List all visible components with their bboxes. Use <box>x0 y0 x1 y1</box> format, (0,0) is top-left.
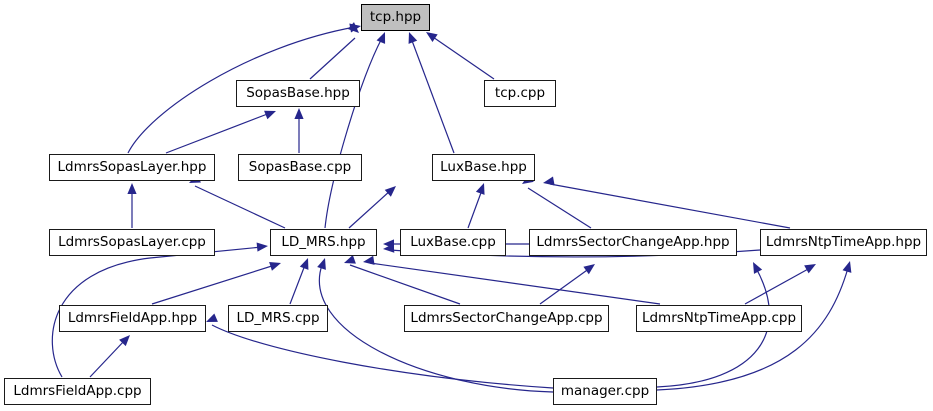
graph-node-label: LdmrsNtpTimeApp.cpp <box>641 309 797 326</box>
edge-arrowhead <box>294 108 304 120</box>
edge-line <box>127 26 356 154</box>
graph-node-luxbase-hpp[interactable]: LuxBase.hpp <box>432 154 535 181</box>
graph-node-ldmrsntptimeapp-cpp[interactable]: LdmrsNtpTimeApp.cpp <box>636 305 802 332</box>
edge-line <box>289 264 306 305</box>
edge-line <box>744 267 811 305</box>
edge-line <box>656 267 849 391</box>
graph-node-luxbase-cpp[interactable]: LuxBase.cpp <box>400 229 506 256</box>
graph-node-ldmrsfieldapp-cpp[interactable]: LdmrsFieldApp.cpp <box>4 378 151 405</box>
graph-node-label: LdmrsFieldApp.cpp <box>13 382 142 399</box>
edge-arrowhead <box>383 243 395 253</box>
edge-arrowhead <box>475 183 485 195</box>
edge-arrowhead <box>127 183 137 195</box>
graph-node-ld-mrs-hpp[interactable]: LD_MRS.hpp <box>270 229 377 256</box>
graph-node-sopasbase-hpp[interactable]: SopasBase.hpp <box>236 80 360 107</box>
edge-line <box>51 246 263 378</box>
graph-node-label: tcp.hpp <box>369 8 422 25</box>
edge-line <box>319 264 554 393</box>
edge-arrowhead <box>842 261 852 273</box>
graph-node-sopasbase-cpp[interactable]: SopasBase.cpp <box>238 154 362 181</box>
edge-arrowhead <box>256 242 268 252</box>
edge-line <box>549 183 791 229</box>
graph-node-ldmrsfieldapp-hpp[interactable]: LdmrsFieldApp.hpp <box>59 305 206 332</box>
graph-node-label: LuxBase.cpp <box>410 233 496 250</box>
graph-node-label: LdmrsFieldApp.hpp <box>67 309 198 326</box>
edge-line <box>151 264 276 305</box>
graph-node-ldmrssopaslayer-hpp[interactable]: LdmrsSopasLayer.hpp <box>49 154 215 181</box>
edge-line <box>349 264 461 305</box>
graph-node-label: LdmrsSectorChangeApp.cpp <box>410 309 603 326</box>
edge-arrowhead <box>317 258 326 270</box>
edge-line <box>211 324 554 389</box>
edge-arrowhead <box>299 258 309 270</box>
graph-node-label: SopasBase.hpp <box>246 84 350 101</box>
graph-node-label: LD_MRS.cpp <box>236 309 320 326</box>
edge-arrowhead <box>363 255 375 265</box>
edge-arrowhead <box>543 176 555 186</box>
edge-arrowhead <box>269 261 281 271</box>
graph-node-ldmrssectorchangeapp-cpp[interactable]: LdmrsSectorChangeApp.cpp <box>404 305 609 332</box>
graph-node-label: LD_MRS.hpp <box>281 233 366 250</box>
graph-node-ldmrsntptimeapp-hpp[interactable]: LdmrsNtpTimeApp.hpp <box>760 229 927 256</box>
edge-line <box>165 112 271 154</box>
edge-arrowhead <box>344 254 356 264</box>
edge-line <box>89 339 126 378</box>
edge-arrowhead <box>384 186 396 197</box>
edge-line <box>656 267 770 388</box>
graph-node-label: LdmrsSopasLayer.hpp <box>57 158 207 175</box>
edge-line <box>410 37 455 154</box>
edge-line <box>348 189 392 229</box>
edge-line <box>527 187 592 229</box>
edge-line <box>194 185 286 229</box>
edge-arrowhead <box>426 32 438 43</box>
graph-node-ld-mrs-cpp[interactable]: LD_MRS.cpp <box>228 305 328 332</box>
edge-line <box>369 262 661 305</box>
edge-arrowhead <box>583 264 595 275</box>
graph-node-label: LuxBase.hpp <box>440 158 527 175</box>
graph-node-ldmrssopaslayer-cpp[interactable]: LdmrsSopasLayer.cpp <box>49 229 215 256</box>
edge-arrowhead <box>376 32 386 44</box>
graph-node-ldmrssectorchangeapp-hpp[interactable]: LdmrsSectorChangeApp.hpp <box>529 229 737 256</box>
graph-node-label: LdmrsSectorChangeApp.hpp <box>536 233 730 250</box>
edge-arrowhead <box>804 264 816 274</box>
edge-line <box>467 189 483 229</box>
edge-line <box>539 267 591 305</box>
graph-node-label: SopasBase.cpp <box>248 158 352 175</box>
edge-arrowhead <box>119 335 130 347</box>
edge-arrowhead <box>349 23 361 33</box>
graph-node-label: tcp.cpp <box>494 84 546 101</box>
edge-line <box>324 37 383 229</box>
edge-arrowhead <box>408 32 418 44</box>
graph-node-manager-cpp[interactable]: manager.cpp <box>553 378 657 405</box>
graph-node-label: manager.cpp <box>560 382 650 399</box>
graph-node-label: LdmrsNtpTimeApp.hpp <box>765 233 922 250</box>
graph-node-label: LdmrsSopasLayer.cpp <box>58 233 206 250</box>
graph-node-tcp-hpp[interactable]: tcp.hpp <box>361 4 430 31</box>
edge-arrowhead <box>206 313 218 322</box>
edge-arrowhead <box>753 262 763 274</box>
edge-line <box>429 34 495 80</box>
edge-line <box>309 37 356 80</box>
edge-arrowhead <box>264 110 276 120</box>
graph-node-tcp-cpp[interactable]: tcp.cpp <box>484 80 556 107</box>
